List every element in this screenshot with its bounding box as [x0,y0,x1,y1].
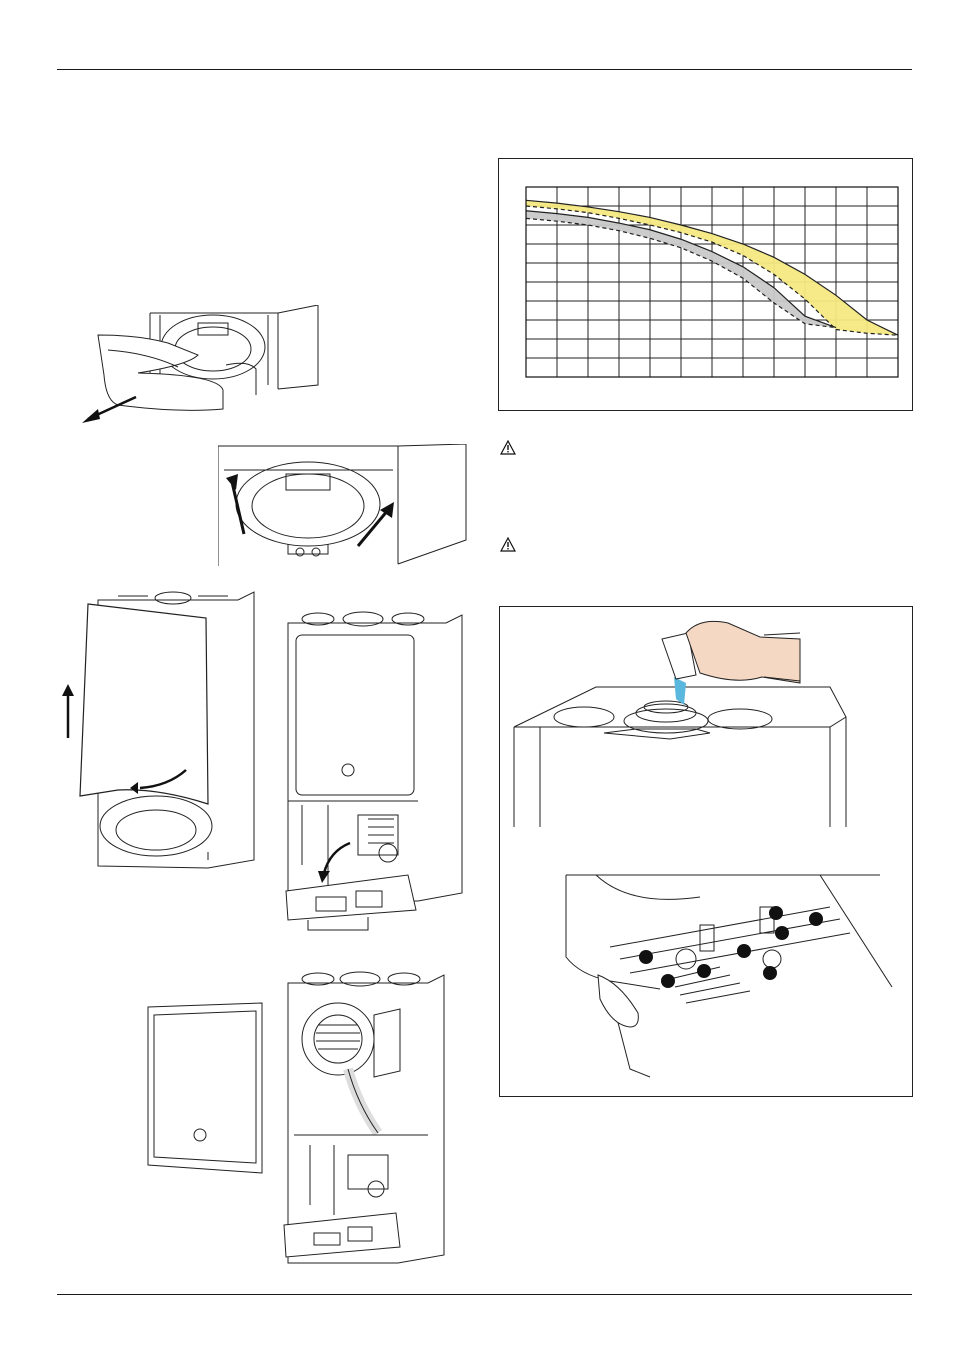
condensate-trap-figure [500,607,912,1096]
header-rule [57,69,912,70]
front-clips-release-figure [218,444,468,569]
warning-icon [500,440,516,455]
sealed-chamber-cover-removed-figure [138,965,468,1280]
front-panel-removal-figure [78,305,328,430]
casing-lift-off-figure [58,590,258,870]
footer-rule [57,1294,912,1295]
pump-curve-chart-frame [498,158,913,411]
condensate-trap-figure-frame [499,606,913,1097]
control-panel-lowered-figure [268,605,466,935]
warning-icon [500,537,516,552]
pump-curve-chart [499,159,912,410]
